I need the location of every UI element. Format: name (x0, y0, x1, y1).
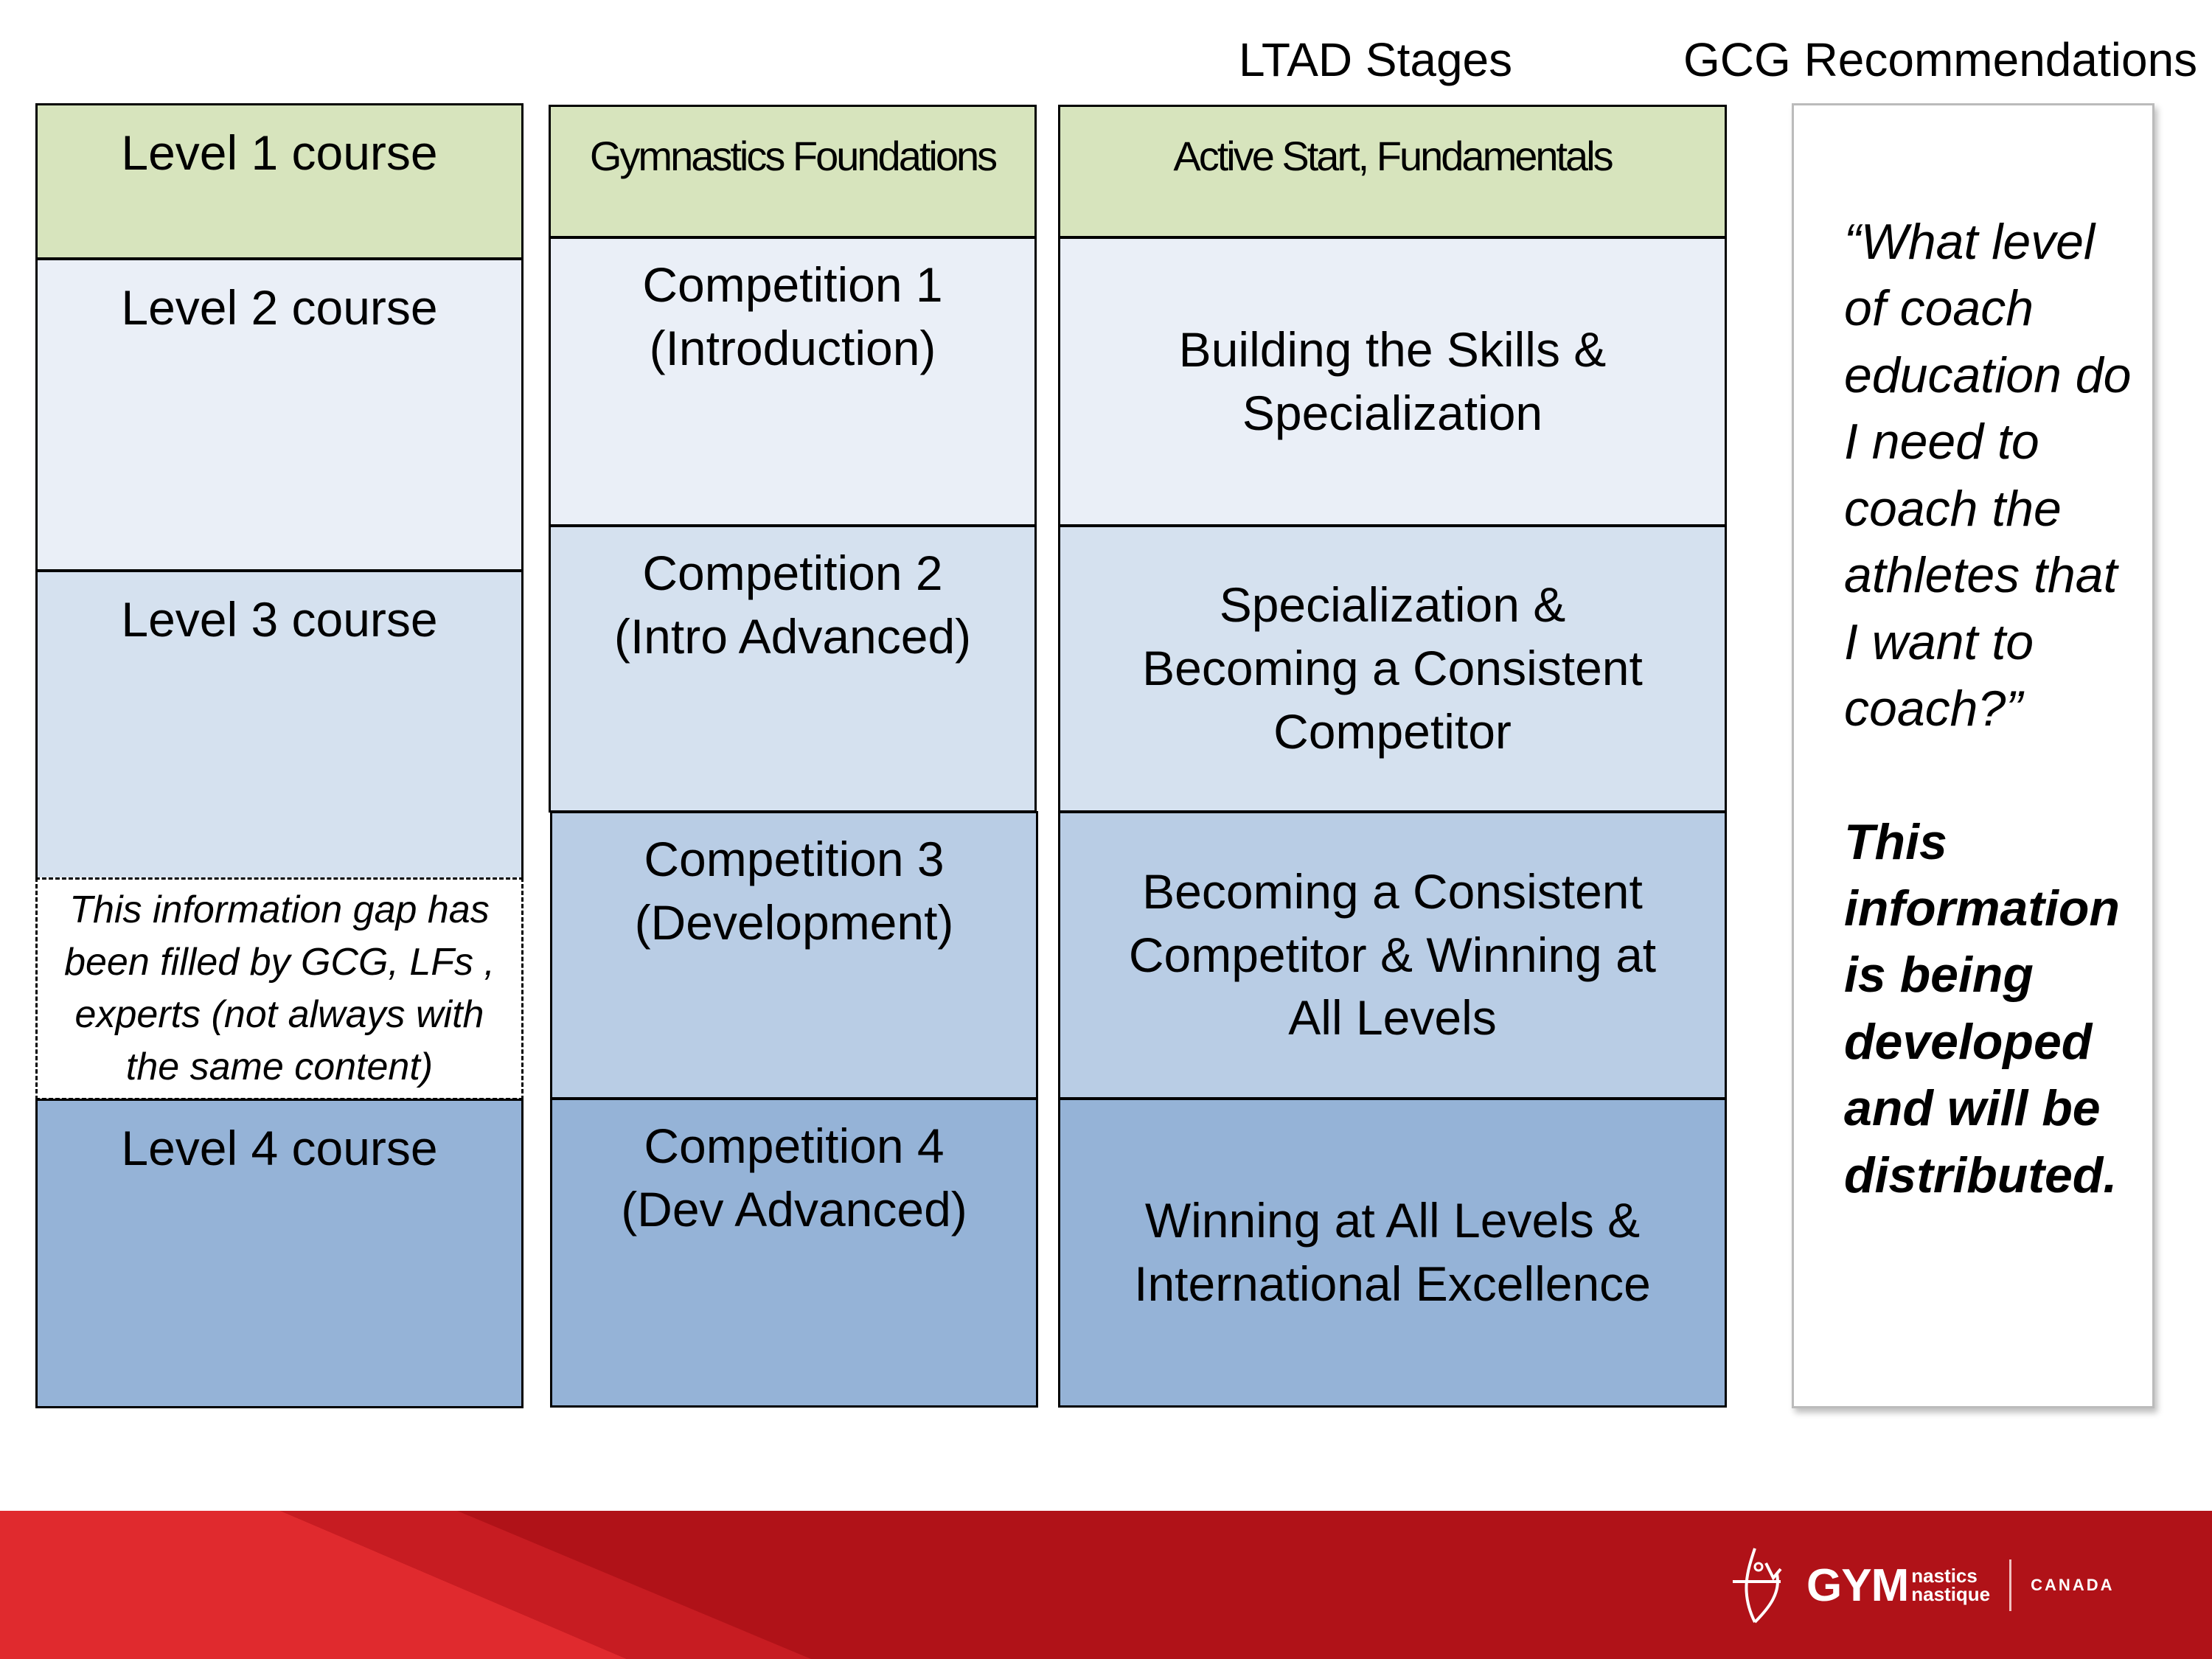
logo-gym: GYM (1806, 1559, 1909, 1611)
gymnast-figure-icon (1733, 1548, 1782, 1624)
information-gap-note: This information gap has been filled by … (35, 877, 524, 1100)
program-competition-3: Competition 3 (Development) (550, 811, 1038, 1099)
course-level-2: Level 2 course (35, 258, 524, 571)
ltad-consistent-competitor: Becoming a Consistent Competitor & Winni… (1058, 811, 1727, 1099)
logo-canada: CANADA (2031, 1576, 2115, 1594)
program-gymnastics-foundations: Gymnastics Foundations (549, 105, 1037, 238)
program-competition-1: Competition 1 (Introduction) (549, 237, 1037, 526)
gcg-recommendations-heading: GCG Recommendations (1683, 33, 2198, 86)
logo-sub1: nastics (1911, 1565, 1978, 1587)
logo-sub2: nastique (1911, 1583, 1991, 1605)
course-level-4: Level 4 course (35, 1099, 524, 1408)
ltad-building-skills: Building the Skills & Specialization (1058, 237, 1727, 526)
ltad-specialization: Specialization & Becoming a Consistent C… (1058, 525, 1727, 813)
ltad-active-start: Active Start, Fundamentals (1058, 105, 1727, 238)
course-level-1: Level 1 course (35, 103, 524, 260)
footer-decoration (0, 1511, 811, 1659)
footer-banner (0, 1511, 2212, 1659)
course-level-3: Level 3 course (35, 570, 524, 880)
program-competition-4: Competition 4 (Dev Advanced) (550, 1098, 1038, 1408)
program-competition-2: Competition 2 (Intro Advanced) (549, 525, 1037, 813)
gcg-recommendation-box: “What level of coach education do I need… (1792, 103, 2154, 1408)
ltad-stages-heading: LTAD Stages (1239, 33, 1513, 86)
logo-divider (2009, 1559, 2012, 1611)
recommendation-question: “What level of coach education do I need… (1844, 214, 2132, 737)
ltad-winning: Winning at All Levels & International Ex… (1058, 1098, 1727, 1408)
recommendation-statement: This information is being developed and … (1844, 813, 2120, 1203)
